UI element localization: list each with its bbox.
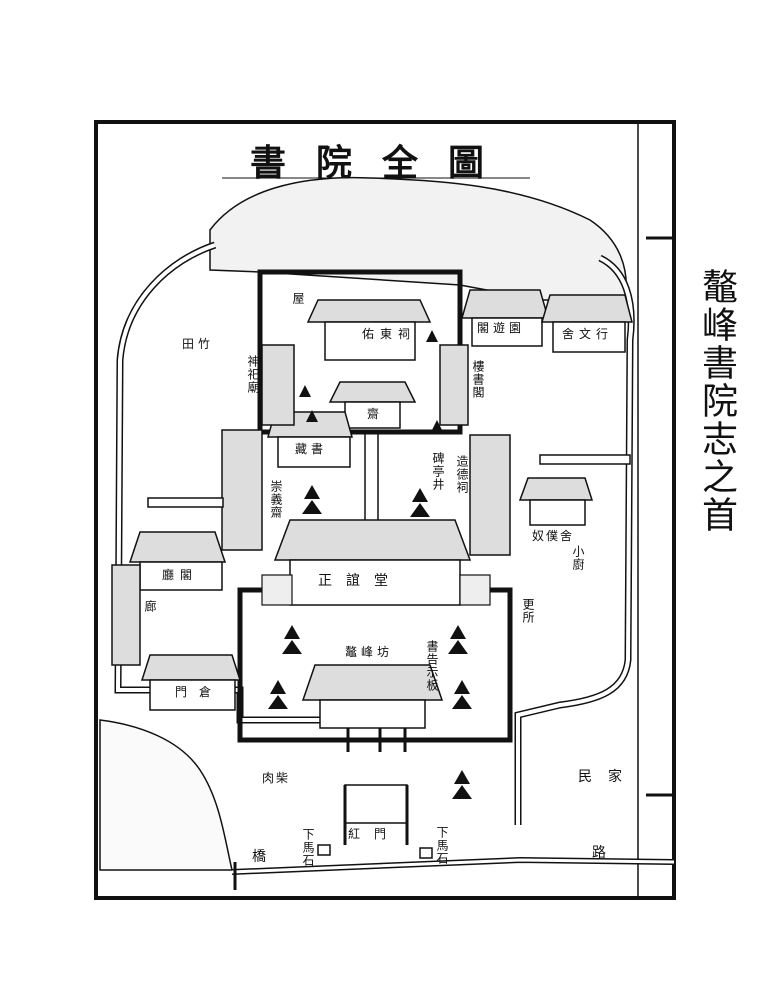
label-top-hall: 佑東祠 bbox=[362, 327, 417, 341]
west-short-wall bbox=[147, 497, 224, 508]
outer-frame bbox=[94, 120, 676, 900]
map-title: 書院全圖 bbox=[249, 142, 514, 184]
middle-hall bbox=[328, 381, 417, 429]
lower-left-stream bbox=[99, 719, 233, 871]
label-servants: 奴僕舍 bbox=[532, 529, 575, 543]
mountain-ridge bbox=[209, 176, 627, 301]
label-gate-tower: 鼇峰坊 bbox=[345, 645, 394, 659]
label-road: 路 bbox=[592, 845, 607, 861]
west-hall bbox=[128, 531, 227, 591]
label-dismount-left: 下馬石 bbox=[301, 828, 315, 867]
label-west-hall: 廳閣 bbox=[162, 568, 199, 582]
label-east-building-2: 舍文行 bbox=[562, 327, 614, 341]
label-east-building-1: 閣遊園 bbox=[477, 321, 526, 335]
label-storehouse: 門倉 bbox=[175, 685, 224, 699]
road-inner bbox=[231, 858, 675, 874]
east-tower bbox=[439, 344, 469, 426]
gate-tower bbox=[301, 664, 444, 752]
storehouse bbox=[140, 654, 242, 711]
label-toilet: 更所 bbox=[521, 598, 535, 624]
chongyi-building bbox=[221, 429, 263, 551]
label-chongyi-zhai: 崇義齋 bbox=[269, 480, 283, 519]
west-corridor bbox=[111, 564, 141, 666]
zaode-building bbox=[469, 434, 511, 556]
label-well-stele: 碑亭井 bbox=[431, 452, 445, 491]
label-corridor: 廊 bbox=[143, 600, 157, 613]
east-wall-inner bbox=[516, 256, 634, 825]
pine-trees bbox=[268, 330, 472, 799]
label-library: 藏書 bbox=[295, 442, 328, 456]
label-bridge: 橋 bbox=[252, 849, 267, 865]
label-kitchen: 小廚 bbox=[571, 545, 585, 571]
servants-house bbox=[518, 477, 594, 526]
label-fields: 田竹 bbox=[182, 337, 215, 351]
label-east-shrine: 造德祠 bbox=[455, 455, 469, 494]
main-hall bbox=[261, 519, 491, 606]
west-shrine bbox=[261, 344, 295, 426]
east-short-wall bbox=[539, 454, 631, 465]
label-middle-hall: 齋 bbox=[367, 407, 381, 421]
label-dismount-right: 下馬石 bbox=[435, 826, 449, 865]
red-arch-gate bbox=[343, 784, 409, 845]
label-west-shrine: 神祀廟 bbox=[246, 355, 260, 394]
dismount-stone-right bbox=[419, 847, 433, 859]
east-building-2 bbox=[540, 294, 633, 353]
label-rou: 肉柴 bbox=[262, 771, 291, 785]
label-min-jia: 民家 bbox=[578, 769, 638, 785]
label-top-left-marker: 屋 bbox=[291, 292, 305, 305]
east-building-1 bbox=[461, 289, 549, 347]
top-hall bbox=[306, 299, 432, 361]
label-main-hall: 正誼堂 bbox=[318, 573, 402, 589]
label-east-board: 書告示板 bbox=[425, 640, 439, 692]
label-arch-gate: 紅門 bbox=[348, 827, 401, 841]
side-title: 鼇峰書院志之首 bbox=[696, 268, 737, 534]
label-east-tower: 樓書閣 bbox=[471, 360, 485, 399]
dismount-stone-left bbox=[317, 844, 331, 856]
